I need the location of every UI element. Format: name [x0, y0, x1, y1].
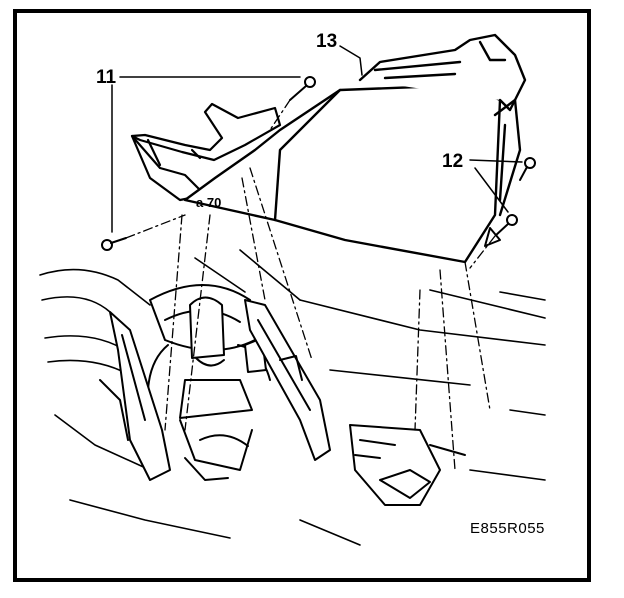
floor-tunnel-lines [39, 249, 546, 546]
rear-bracket [349, 424, 466, 506]
left-rail [99, 311, 171, 481]
callout-part-13: 13 [316, 31, 338, 52]
screw-11-lower [101, 237, 127, 251]
gear-lever-assembly [147, 284, 271, 481]
right-rail [244, 299, 331, 461]
screw-12-upper [519, 157, 536, 181]
figure-reference: E855R055 [470, 520, 545, 537]
screw-11-upper [289, 76, 316, 101]
callout-part-12: 12 [442, 151, 464, 172]
callout-leaders [111, 45, 523, 233]
main-console-body [183, 33, 527, 264]
screw-12-lower [484, 214, 518, 247]
callout-part-11: 11 [96, 67, 117, 88]
assembly-guide-lines [125, 99, 496, 471]
inline-marking: a 70 [196, 195, 222, 210]
